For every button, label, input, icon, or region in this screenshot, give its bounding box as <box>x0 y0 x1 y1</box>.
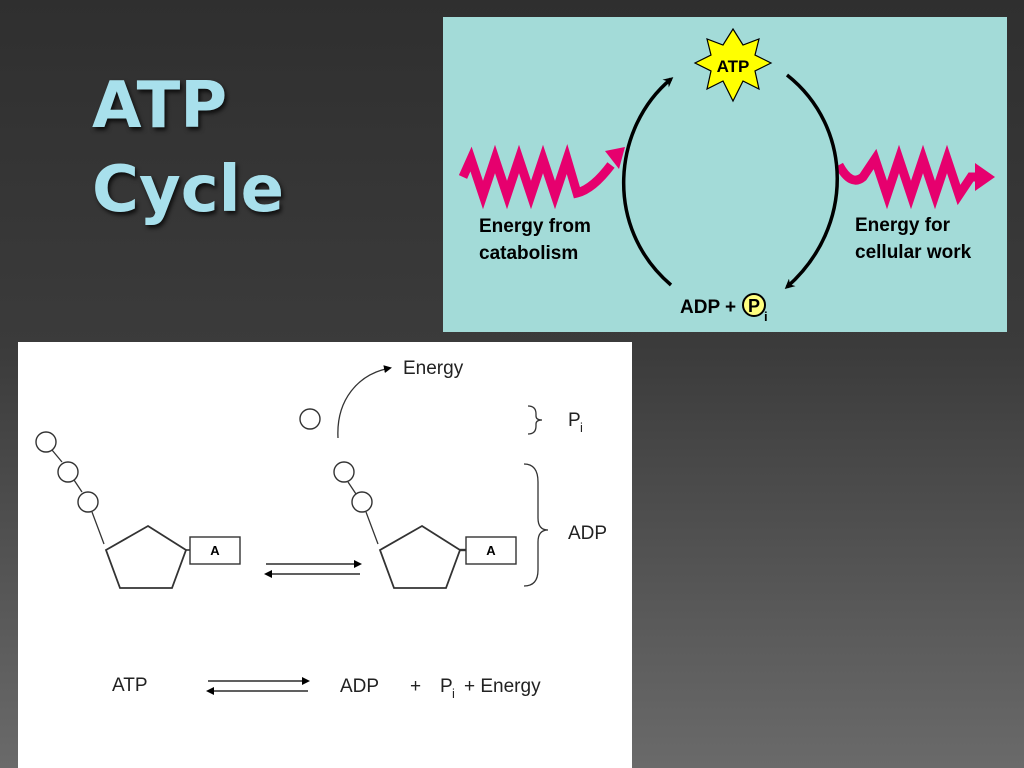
energy-in-wave <box>458 143 615 210</box>
equation-p-subscript: i <box>452 686 455 701</box>
slide-title-line2: Cycle <box>92 153 284 227</box>
energy-out-label-line2: cellular work <box>855 242 972 263</box>
energy-in-label-line2: catabolism <box>479 243 578 264</box>
equation-atp: ATP <box>112 675 148 696</box>
energy-in-arrowhead <box>605 147 625 169</box>
adp-plus-label: ADP + <box>680 297 736 318</box>
phosphate-circle-2 <box>57 461 79 483</box>
cycle-arc-left <box>621 77 674 287</box>
atp-molecule-diagram: A Energy P i A ADP ATP ADP <box>18 342 632 768</box>
atp-cycle-svg: ATP Energy from catabolism Energy for ce… <box>458 27 995 324</box>
cycle-arc-right <box>784 73 839 289</box>
atp-starburst <box>693 27 773 103</box>
adenine-label-right: A <box>486 543 496 558</box>
adp-phosphate-circle-1 <box>333 461 355 483</box>
energy-in-label-line1: Energy from <box>479 216 591 237</box>
free-phosphate-circle <box>299 408 321 430</box>
energy-out-wave <box>835 144 979 210</box>
slide-title-line1: ATP <box>92 69 228 143</box>
atp-molecule-svg: A Energy P i A ADP ATP ADP <box>35 358 607 701</box>
adp-phosphate-circle-2 <box>351 491 373 513</box>
pi-subscript: i <box>580 420 583 435</box>
equation-p: P <box>440 676 453 697</box>
atp-center-label: ATP <box>717 57 750 76</box>
adp-molecule: A <box>333 461 517 589</box>
equation-adp: ADP <box>340 676 379 697</box>
pi-label: P <box>568 410 581 431</box>
atp-cycle-diagram: ATP Energy from catabolism Energy for ce… <box>443 17 1007 332</box>
phosphate-subscript: i <box>764 309 768 324</box>
energy-release-arrow <box>337 365 392 439</box>
adp-brace <box>523 463 549 587</box>
slide-title: ATP Cycle <box>92 64 284 232</box>
phosphate-letter: P <box>748 296 760 316</box>
phosphate-circle-icon <box>742 293 766 317</box>
equation-plus: + <box>410 676 421 697</box>
energy-label: Energy <box>403 358 464 379</box>
adp-label: ADP <box>568 523 607 544</box>
phosphate-circle-1 <box>35 431 57 453</box>
adenine-box-left <box>189 536 241 565</box>
adp-ribose-pentagon <box>378 524 462 589</box>
energy-out-arrowhead <box>975 163 995 191</box>
equation-plus-energy: + Energy <box>464 676 541 697</box>
adenine-box-right <box>465 536 517 565</box>
atp-molecule: A <box>35 431 241 589</box>
energy-out-label-line1: Energy for <box>855 215 951 236</box>
ribose-pentagon <box>104 524 188 589</box>
adenine-label-left: A <box>210 543 220 558</box>
phosphate-circle-3 <box>77 491 99 513</box>
pi-bracket <box>527 405 543 435</box>
